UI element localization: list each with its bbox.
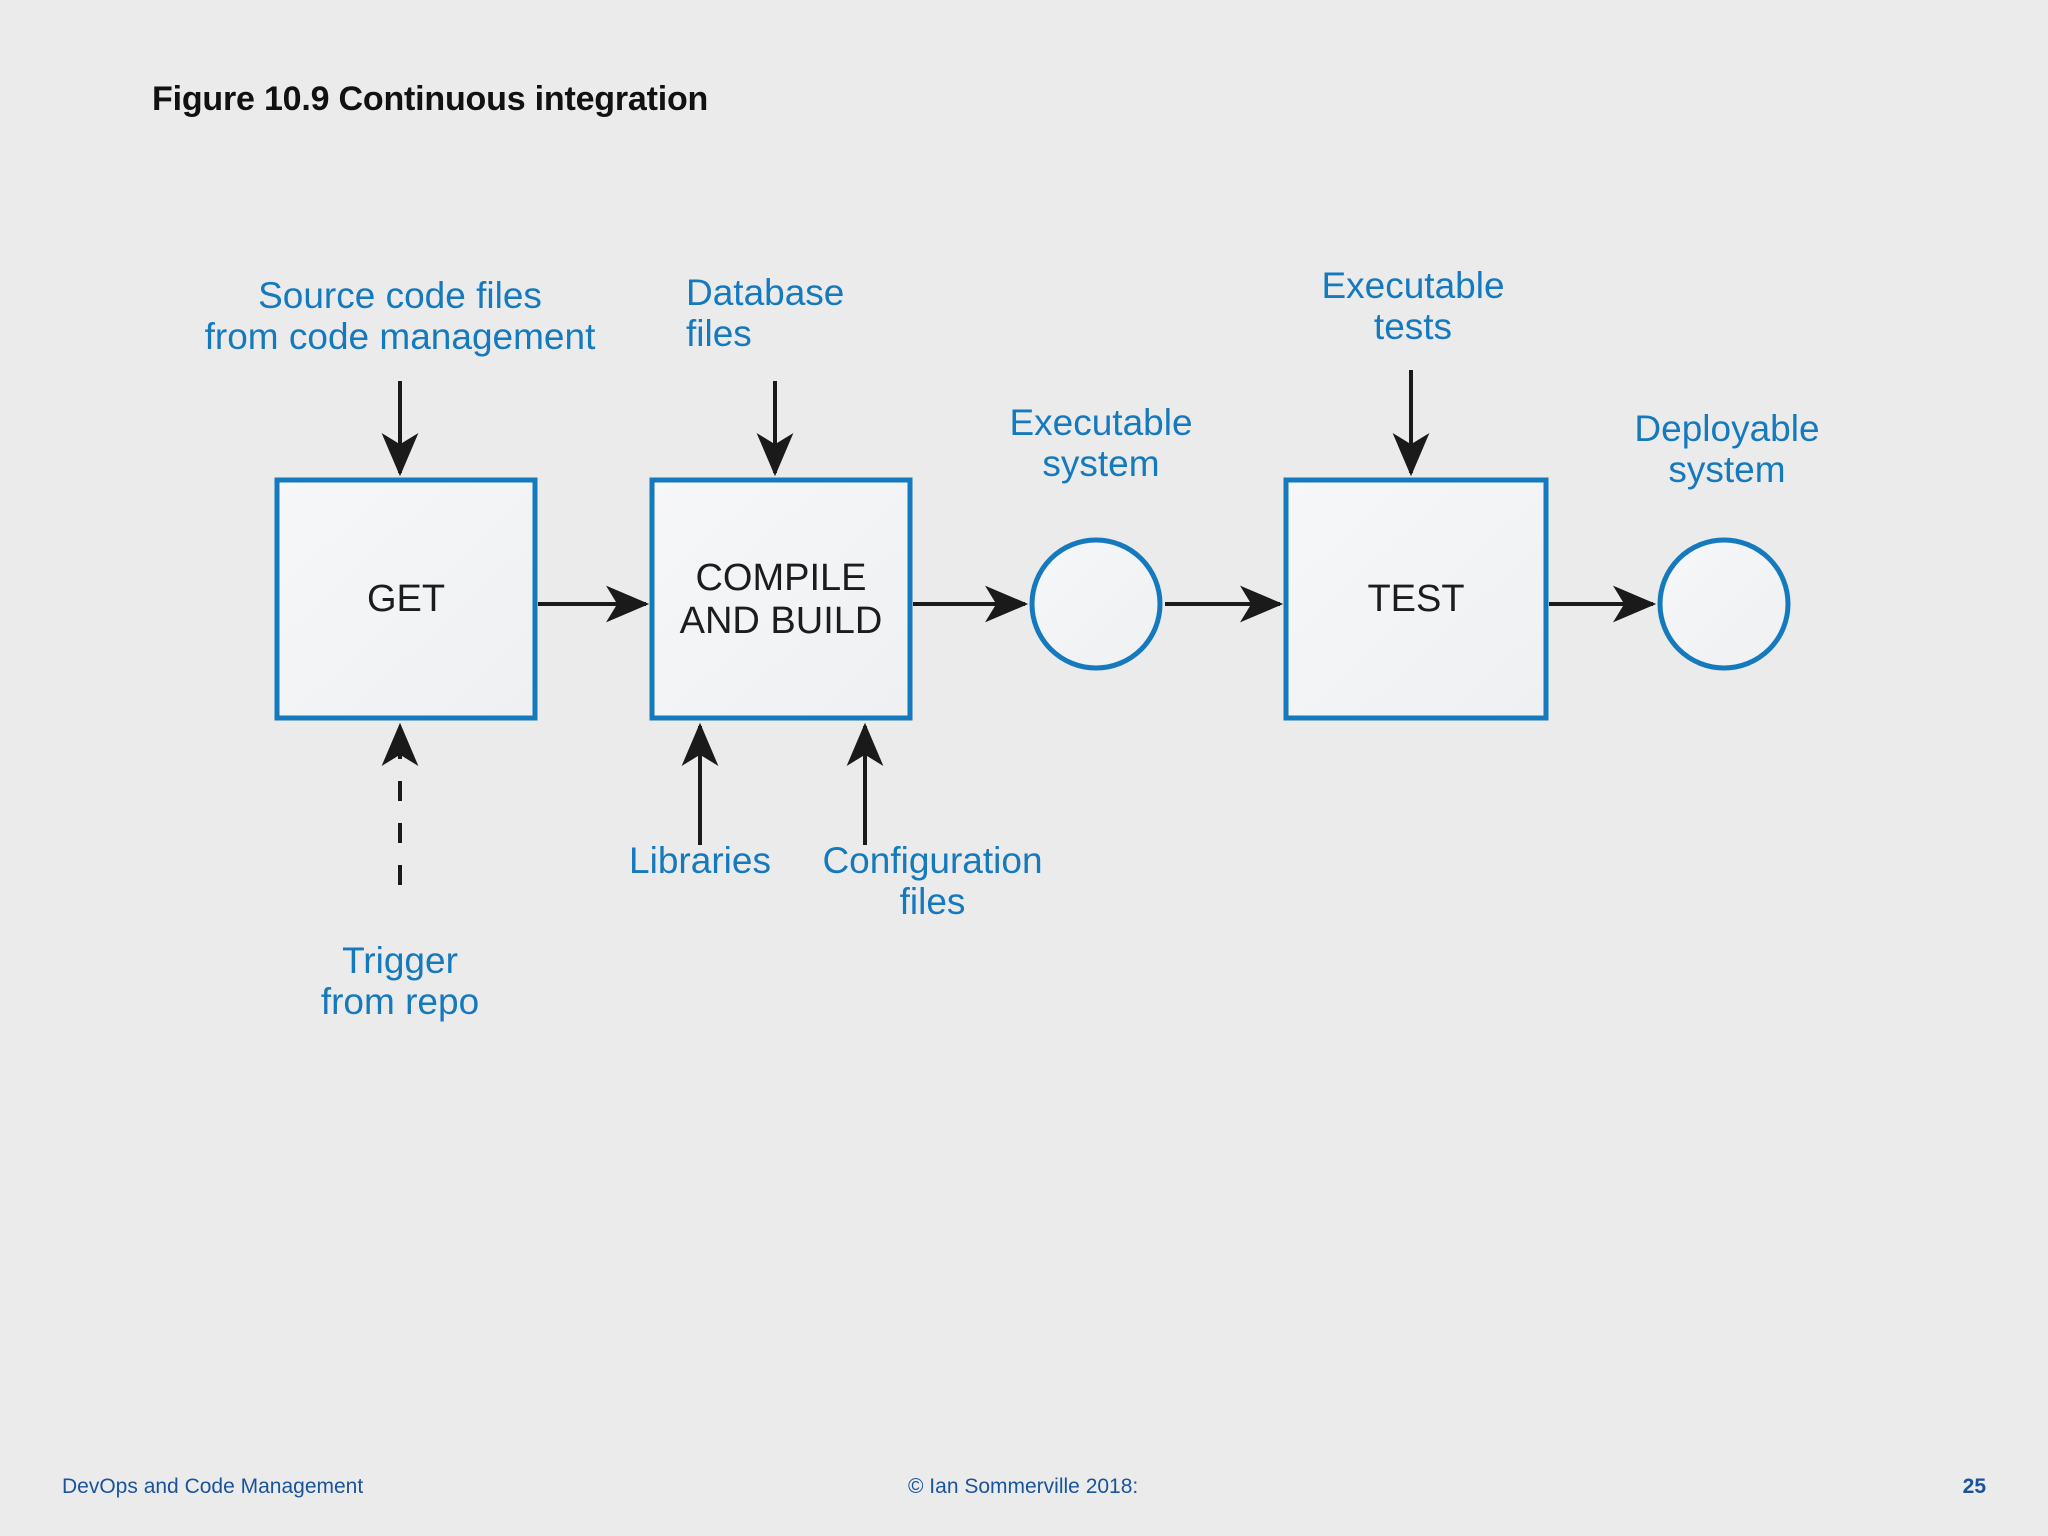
- annotation-label-trigger-from-repo: Trigger from repo: [320, 940, 480, 1023]
- annotation-label-database-files: Database files: [686, 272, 845, 355]
- node-test[interactable]: [1283, 477, 1549, 721]
- footer-chapter-title: DevOps and Code Management: [62, 1475, 364, 1498]
- node-executable-system[interactable]: [1029, 537, 1163, 671]
- footer-page-number: 25: [1962, 1475, 1986, 1498]
- annotation-label-executable-tests: Executable tests: [1321, 265, 1505, 348]
- annotation-label-libraries: Libraries: [629, 840, 771, 881]
- page-title: Figure 10.9 Continuous integration: [152, 80, 709, 118]
- annotation-label-source-code-files: Source code files from code management: [204, 275, 596, 358]
- node-compile-and-build[interactable]: [649, 477, 913, 721]
- diagram-canvas: [274, 370, 1791, 885]
- annotation-label-configuration-files: Configuration files: [822, 840, 1043, 923]
- slide-footer: DevOps and Code Management © Ian Sommerv…: [0, 1475, 2048, 1515]
- node-deployable-system[interactable]: [1657, 537, 1791, 671]
- footer-copyright: © Ian Sommerville 2018:: [908, 1475, 1139, 1498]
- continuous-integration-diagram: GET COMPILE AND BUILD TEST Source code f…: [204, 265, 1820, 1023]
- annotation-label-executable-system: Executable system: [1009, 402, 1193, 485]
- node-get[interactable]: [274, 477, 538, 721]
- annotation-label-deployable-system: Deployable system: [1634, 408, 1820, 491]
